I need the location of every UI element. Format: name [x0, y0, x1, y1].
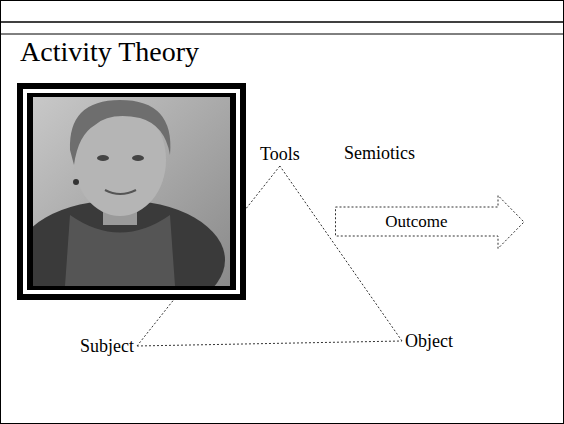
annotation-label: Semiotics — [344, 143, 415, 163]
arrow-text-wrap: Outcome — [385, 212, 447, 232]
vertex-node: Tools — [257, 142, 303, 166]
vertex-node: Subject — [77, 334, 137, 358]
block-arrow-outline — [336, 196, 525, 249]
header-rule — [0, 34, 564, 35]
vertex-label: Subject — [77, 334, 137, 358]
vertex-label: Tools — [257, 142, 303, 166]
triangle-connector — [280, 166, 402, 341]
outcome-block-arrow: Outcome — [335, 195, 525, 249]
vertex-label: Object — [402, 329, 456, 353]
slide-title: Activity Theory — [20, 36, 199, 68]
header-rule — [0, 21, 564, 23]
arrow-text: Outcome — [385, 212, 447, 232]
vertex-node: Object — [402, 329, 456, 353]
triangle-connector — [137, 341, 402, 346]
